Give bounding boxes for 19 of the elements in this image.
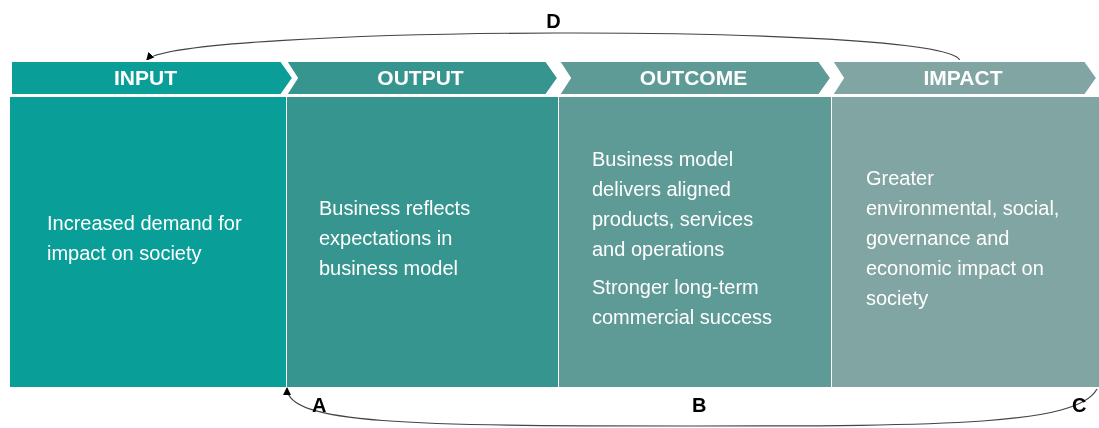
stage-description: Business model delivers aligned products, services and operations — [592, 147, 755, 262]
stage-header — [558, 60, 833, 96]
edge-label: D — [546, 10, 561, 33]
curved-arrow — [145, 32, 961, 62]
stage-heading: OUTCOME — [638, 65, 749, 91]
stage-heading: INPUT — [113, 65, 178, 91]
stage-header — [831, 60, 1099, 96]
stage-heading: OUTPUT — [376, 65, 465, 91]
point-label: A — [312, 394, 327, 417]
point-label: B — [692, 394, 707, 417]
stage-header — [285, 60, 560, 96]
stage-description: Business reflects expectations in business model — [319, 196, 472, 281]
stage-description: Stronger long-term commercial success — [592, 275, 774, 330]
stage-description: Increased demand for impact on society — [47, 211, 243, 266]
stage-heading: IMPACT — [922, 65, 1004, 91]
stage-header — [10, 60, 295, 96]
stage-description: Greater environmental, social, governance and economic impact on society — [866, 166, 1061, 311]
curved-arrow — [285, 387, 1098, 427]
stage-panel — [10, 97, 286, 387]
